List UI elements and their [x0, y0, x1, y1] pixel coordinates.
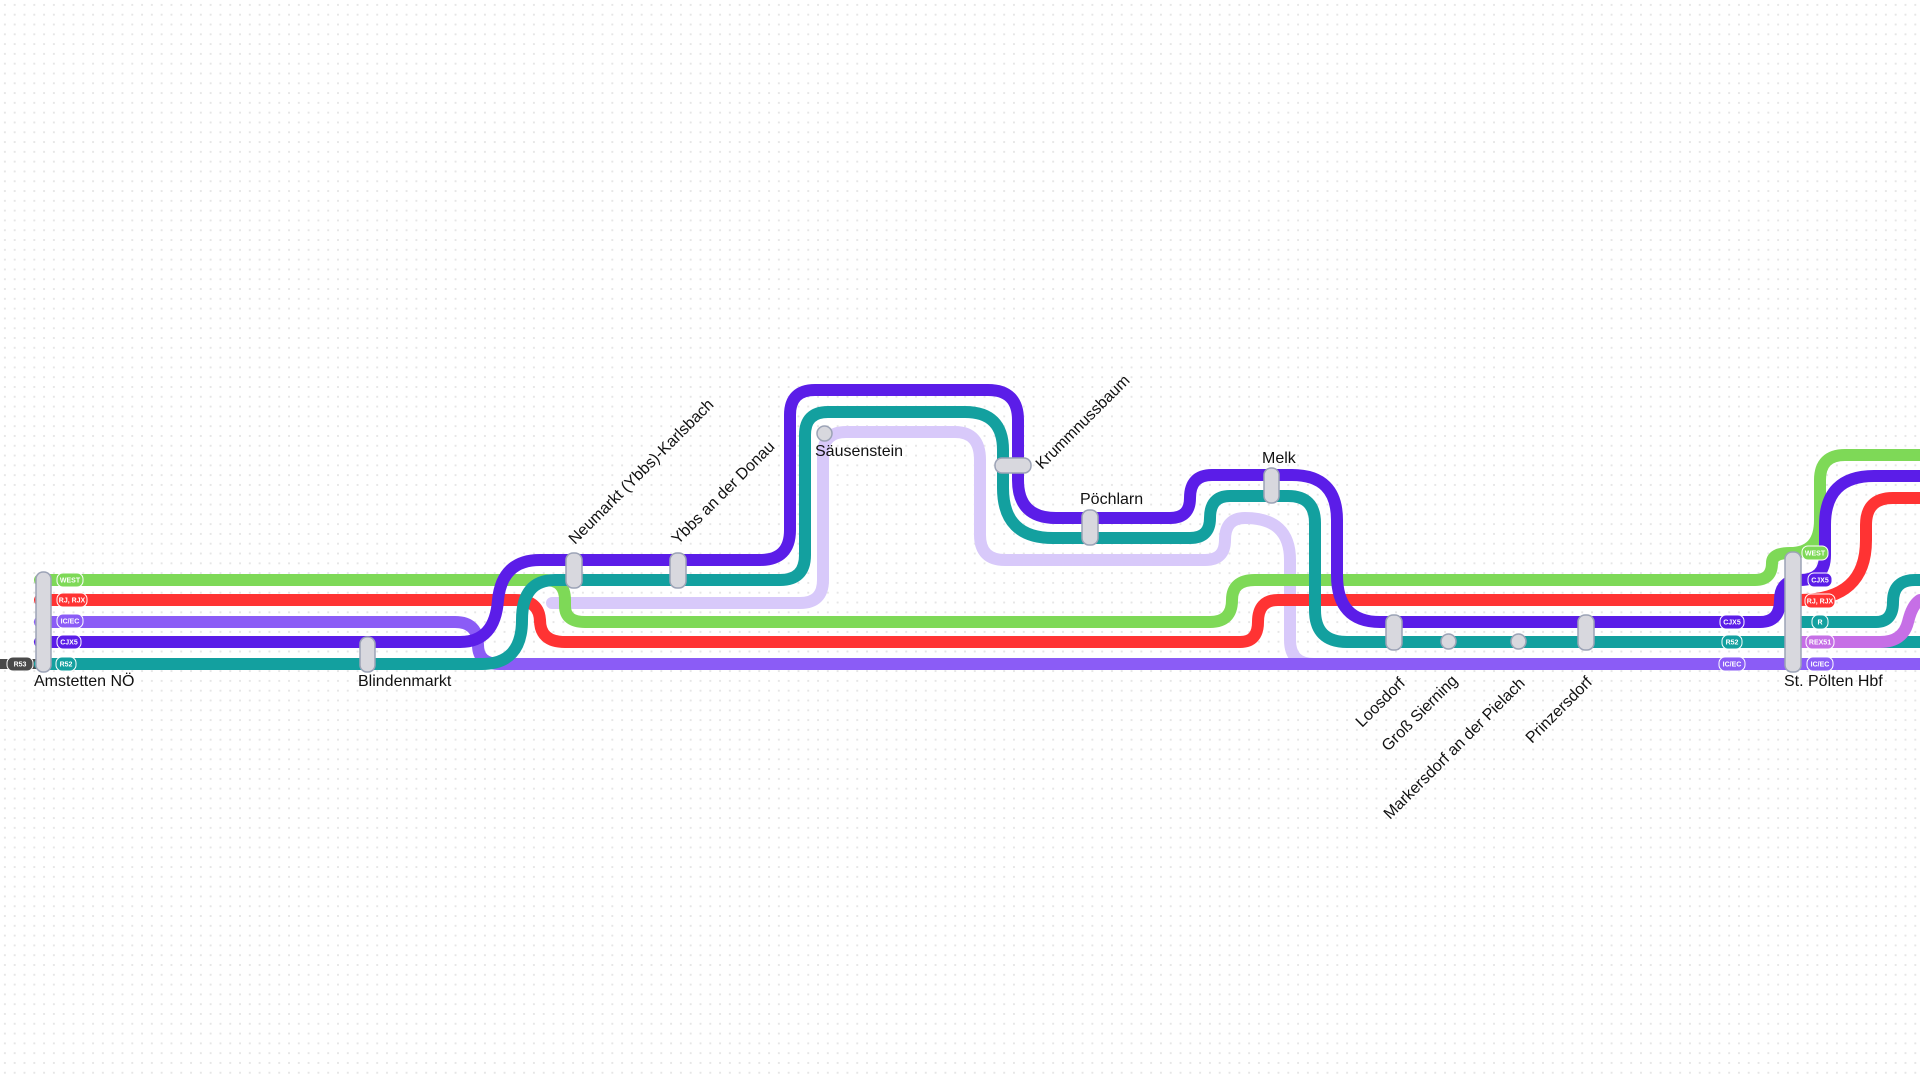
badge-r52-2[interactable]: R52 — [1721, 634, 1743, 650]
badge-label: IC/EC — [1723, 662, 1742, 669]
badge-cjx-3[interactable]: CJX5 — [1807, 572, 1833, 588]
station-marker-saeusenstein[interactable] — [816, 425, 833, 442]
badge-label: CJX5 — [60, 640, 78, 647]
station-marker-poechlarn[interactable] — [1081, 509, 1099, 546]
badge-rex51[interactable]: REX51 — [1805, 634, 1835, 650]
badge-label: CJX5 — [1811, 578, 1829, 585]
line-rj-route — [34, 492, 1920, 648]
badge-icec[interactable]: IC/EC — [56, 613, 84, 629]
badge-west-3[interactable]: WEST — [1801, 545, 1829, 561]
badge-rj[interactable]: RJ, RJX — [56, 592, 88, 608]
station-marker-blindenmarkt[interactable] — [359, 636, 376, 673]
badge-label: R52 — [1726, 640, 1739, 647]
badge-cjx-2[interactable]: CJX5 — [1719, 614, 1745, 630]
line-r-route — [1794, 574, 1920, 628]
line-r52-route — [34, 406, 1920, 670]
station-label-amstetten: Amstetten NÖ — [34, 672, 134, 690]
station-label-krummnussbaum: Krummnussbaum — [1033, 372, 1134, 473]
badge-r52[interactable]: R52 — [55, 656, 77, 672]
badge-cjx[interactable]: CJX5 — [56, 634, 82, 650]
badge-rj-3[interactable]: RJ, RJX — [1804, 593, 1836, 609]
badge-label: WEST — [1805, 551, 1826, 558]
line-lavender-route — [546, 426, 1336, 670]
station-marker-loosdorf[interactable] — [1385, 614, 1403, 651]
station-label-melk: Melk — [1262, 450, 1297, 467]
station-marker-melk[interactable] — [1263, 467, 1280, 504]
badge-label: R — [1817, 620, 1822, 627]
badge-r53[interactable]: R53 — [6, 656, 34, 672]
badge-west[interactable]: WEST — [56, 572, 84, 588]
station-marker-st_poelten[interactable] — [1784, 551, 1802, 673]
badge-icec-3[interactable]: IC/EC — [1806, 656, 1834, 672]
badge-label: IC/EC — [61, 619, 80, 626]
badge-label: RJ, RJX — [59, 598, 86, 605]
station-label-markersdorf: Markersdorf an der Pielach — [1381, 675, 1529, 823]
badge-label: REX51 — [1809, 640, 1831, 647]
badge-label: CJX5 — [1723, 620, 1741, 627]
badge-label: R53 — [14, 662, 27, 669]
station-label-blindenmarkt: Blindenmarkt — [358, 673, 452, 690]
station-label-saeusenstein: Säusenstein — [815, 443, 903, 460]
station-label-prinzersdorf: Prinzersdorf — [1523, 673, 1596, 746]
badge-label: RJ, RJX — [1807, 599, 1834, 606]
station-marker-amstetten[interactable] — [35, 571, 52, 673]
badge-label: WEST — [60, 578, 81, 585]
badge-label: IC/EC — [1811, 662, 1830, 669]
station-marker-prinzersdorf[interactable] — [1577, 614, 1595, 651]
badge-label: R52 — [60, 662, 73, 669]
station-marker-ybbs[interactable] — [669, 552, 687, 589]
line-rex51-route — [1794, 594, 1920, 648]
station-marker-krummnussbaum[interactable] — [994, 457, 1032, 474]
station-label-poechlarn: Pöchlarn — [1080, 491, 1143, 508]
station-label-st_poelten: St. Pölten Hbf — [1784, 673, 1883, 690]
station-label-ybbs: Ybbs an der Donau — [669, 438, 779, 548]
badge-r[interactable]: R — [1811, 614, 1829, 630]
badge-icec-2[interactable]: IC/EC — [1718, 656, 1746, 672]
station-marker-markersdorf[interactable] — [1510, 633, 1527, 650]
station-marker-neumarkt[interactable] — [565, 552, 583, 589]
station-marker-gross_sierning[interactable] — [1440, 633, 1457, 650]
